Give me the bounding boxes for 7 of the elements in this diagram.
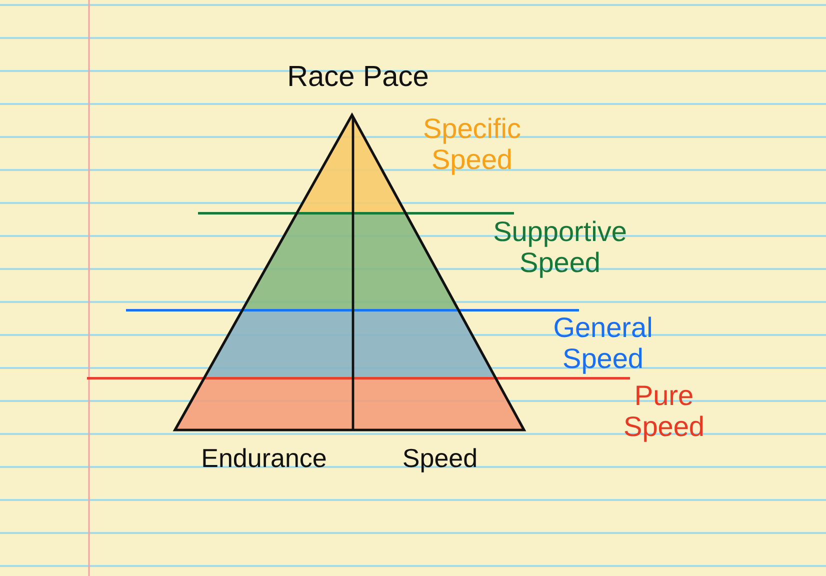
apex-label: Race Pace bbox=[287, 63, 429, 92]
tier-label: Specific Speed bbox=[422, 113, 522, 175]
base-label: Speed bbox=[402, 445, 478, 471]
tier-label: Pure Speed bbox=[624, 380, 704, 442]
tier-label: General Speed bbox=[553, 312, 653, 374]
tier-label: Supportive Speed bbox=[493, 216, 627, 278]
base-label: Endurance bbox=[201, 445, 327, 471]
